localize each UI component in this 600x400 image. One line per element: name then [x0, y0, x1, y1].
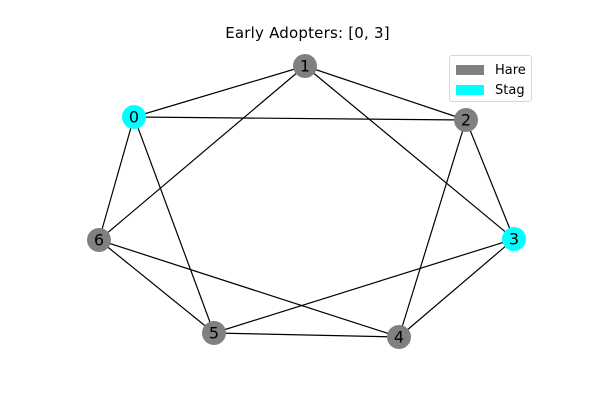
node-circle-2	[454, 108, 478, 132]
node-label-5: 5	[209, 324, 219, 343]
node-circle-1	[293, 54, 317, 78]
edge-3-4	[398, 238, 515, 338]
node-label-6: 6	[94, 231, 104, 250]
node-5: 5	[202, 321, 226, 345]
legend-swatch-hare	[456, 65, 484, 75]
node-0: 0	[122, 105, 146, 129]
edge-0-1	[133, 65, 306, 118]
node-label-4: 4	[394, 328, 404, 347]
legend-label-hare: Hare	[495, 62, 526, 78]
node-label-1: 1	[300, 57, 310, 76]
legend-swatch-stag	[456, 85, 484, 95]
node-circle-0	[122, 105, 146, 129]
node-circle-6	[87, 228, 111, 252]
edge-4-6	[98, 239, 400, 338]
legend: Hare Stag	[449, 55, 532, 102]
node-1: 1	[293, 54, 317, 78]
node-label-2: 2	[461, 111, 471, 130]
edge-1-6	[98, 65, 306, 241]
node-label-0: 0	[129, 108, 139, 127]
edge-2-3	[465, 119, 515, 240]
legend-entry-stag: Stag	[456, 80, 531, 100]
edge-0-2	[133, 116, 467, 121]
edge-1-2	[304, 65, 467, 121]
graph-title: Early Adopters: [0, 3]	[225, 24, 390, 42]
edge-1-3	[304, 65, 515, 240]
node-circle-3	[502, 227, 526, 251]
node-circle-5	[202, 321, 226, 345]
edges-layer	[98, 65, 515, 338]
node-6: 6	[87, 228, 111, 252]
nodes-layer: 0 1 2 3 4 5 6	[87, 54, 526, 349]
node-4: 4	[387, 325, 411, 349]
edge-5-6	[98, 239, 215, 334]
legend-label-stag: Stag	[495, 82, 525, 98]
edge-0-6	[98, 116, 135, 241]
legend-entry-hare: Hare	[456, 60, 531, 80]
edge-3-5	[213, 238, 515, 334]
edge-0-5	[133, 116, 215, 334]
edge-4-5	[213, 332, 400, 338]
node-3: 3	[502, 227, 526, 251]
edge-2-4	[398, 119, 467, 338]
node-2: 2	[454, 108, 478, 132]
node-circle-4	[387, 325, 411, 349]
node-label-3: 3	[509, 230, 519, 249]
